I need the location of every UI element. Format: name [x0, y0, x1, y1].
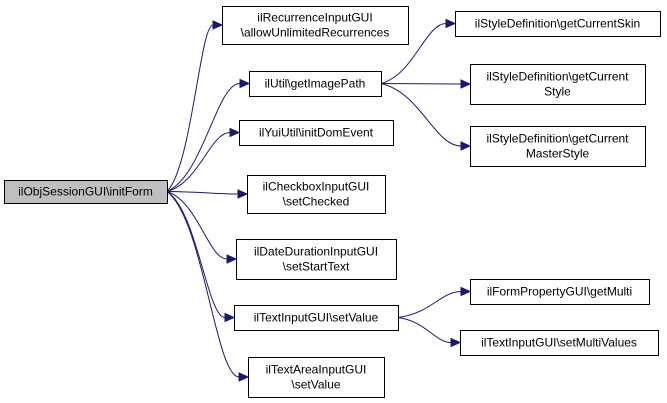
arrowhead-icon: [224, 312, 236, 323]
node-label: ilTextInputGUI\setValue: [254, 311, 379, 325]
edge-line: [380, 83, 462, 147]
arrowhead-icon: [238, 372, 250, 382]
arrowhead-icon: [229, 127, 241, 138]
edge-root-to-setstarttext: [166, 191, 238, 264]
node-box: [470, 279, 650, 305]
node-label: ilDateDurationInputGUI: [254, 245, 378, 259]
edge-getimagepath-to-style: [380, 79, 472, 89]
node-box: [455, 11, 661, 37]
node-getimagepath[interactable]: ilUtil\getImagePath: [249, 71, 382, 97]
call-nodes: ilObjSessionGUI\initForm ilRecurrenceInpu…: [4, 6, 661, 398]
node-label: ilFormPropertyGUI\getMulti: [487, 285, 632, 299]
node-initdomevent[interactable]: ilYuiUtil\initDomEvent: [239, 120, 394, 146]
edge-line: [166, 132, 231, 192]
node-setmulti[interactable]: ilTextInputGUI\setMultiValues: [460, 330, 659, 356]
arrowhead-icon: [226, 254, 238, 264]
edge-root-to-recurrence: [166, 20, 224, 192]
arrowhead-icon: [450, 337, 462, 348]
edge-setvalue-to-getmulti: [397, 286, 472, 318]
node-label: ilTextInputGUI\setMultiValues: [481, 336, 637, 350]
node-box: [4, 180, 168, 204]
node-label: ilCheckboxInputGUI: [263, 180, 370, 194]
node-box: [222, 6, 409, 45]
node-label: ilUtil\getImagePath: [265, 77, 366, 91]
node-label: \setStartText: [283, 260, 350, 274]
edge-line: [397, 291, 462, 318]
edge-root-to-setvalue: [166, 191, 236, 323]
node-skin[interactable]: ilStyleDefinition\getCurrentSkin: [455, 11, 661, 37]
edge-getimagepath-to-skin: [380, 18, 457, 84]
node-setvalue[interactable]: ilTextInputGUI\setValue: [234, 305, 399, 331]
node-box: [247, 175, 386, 214]
edge-root-to-setchecked: [166, 189, 249, 199]
node-label: Style: [544, 85, 571, 99]
node-label: \setChecked: [283, 195, 350, 209]
node-label: MasterStyle: [526, 147, 590, 161]
edge-line: [397, 317, 452, 343]
node-box: [248, 357, 385, 398]
node-textarea[interactable]: ilTextAreaInputGUI\setValue: [248, 357, 385, 398]
edge-line: [166, 191, 228, 260]
edge-root-to-initdomevent: [166, 127, 241, 192]
edge-line: [166, 191, 226, 318]
edge-line: [166, 83, 241, 192]
node-label: \allowUnlimitedRecurrences: [241, 26, 390, 40]
arrowhead-icon: [460, 286, 472, 297]
node-box: [460, 330, 659, 356]
node-label: \setValue: [291, 378, 340, 392]
node-label: ilObjSessionGUI\initForm: [18, 185, 153, 199]
edge-line: [166, 191, 239, 195]
edge-line: [166, 24, 214, 192]
node-box: [239, 120, 394, 146]
node-label: ilStyleDefinition\getCurrentSkin: [475, 17, 640, 31]
node-setstarttext[interactable]: ilDateDurationInputGUI\setStartText: [236, 239, 397, 280]
edge-getimagepath-to-master: [380, 83, 472, 151]
arrowhead-icon: [460, 141, 472, 151]
edge-line: [166, 191, 240, 378]
node-label: ilRecurrenceInputGUI: [257, 11, 372, 25]
edge-root-to-getimagepath: [166, 78, 251, 192]
node-box: [470, 126, 646, 167]
node-label: ilStyleDefinition\getCurrent: [486, 132, 629, 146]
arrowhead-icon: [237, 189, 249, 199]
node-label: ilTextAreaInputGUI: [266, 363, 367, 377]
node-label: ilStyleDefinition\getCurrent: [486, 70, 629, 84]
node-getmulti[interactable]: ilFormPropertyGUI\getMulti: [470, 279, 650, 305]
node-root[interactable]: ilObjSessionGUI\initForm: [4, 180, 168, 204]
arrowhead-icon: [460, 79, 472, 89]
edge-setvalue-to-setmulti: [397, 317, 462, 348]
node-label: ilYuiUtil\initDomEvent: [259, 126, 374, 140]
node-box: [236, 239, 397, 280]
arrowhead-icon: [212, 20, 224, 30]
node-box: [249, 71, 382, 97]
node-recurrence[interactable]: ilRecurrenceInputGUI\allowUnlimitedRecur…: [222, 6, 409, 45]
edge-line: [380, 83, 462, 85]
node-box: [234, 305, 399, 331]
arrowhead-icon: [239, 78, 251, 89]
node-box: [470, 64, 646, 105]
arrowhead-icon: [445, 18, 457, 29]
node-setchecked[interactable]: ilCheckboxInputGUI\setChecked: [247, 175, 386, 214]
edge-line: [380, 23, 447, 84]
call-edges: [166, 18, 472, 382]
edge-root-to-textarea: [166, 191, 250, 382]
